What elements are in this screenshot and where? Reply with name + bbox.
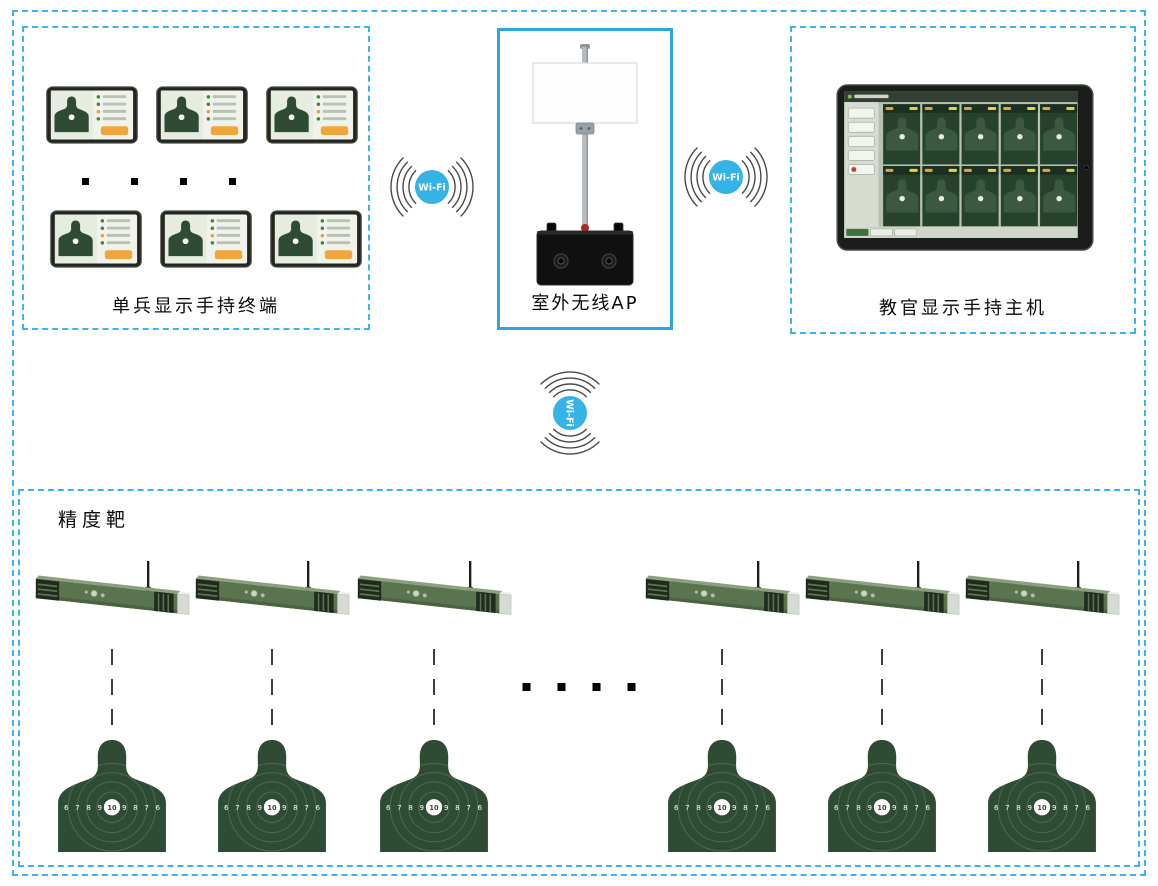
ellipsis-dots <box>522 683 636 691</box>
soldier-terminal-device <box>156 86 248 144</box>
wireless-ap-device <box>532 43 638 286</box>
soldier-terminal-device <box>160 210 252 268</box>
target-scoring-rail <box>645 560 802 616</box>
connection-dashed-line <box>271 649 273 737</box>
instructor-panel: 教官显示手持主机 <box>790 26 1136 334</box>
target-field-label: 精度靶 <box>58 509 131 531</box>
soldier-terminal-device <box>270 210 362 268</box>
chest-ring-target <box>378 737 490 853</box>
wifi-icon-right <box>684 147 768 207</box>
terminal-panel-label: 单兵显示手持终端 <box>112 296 280 317</box>
instructor-panel-label: 教官显示手持主机 <box>879 298 1047 319</box>
instructor-tablet-device <box>836 84 1094 251</box>
chest-ring-target <box>986 737 1098 853</box>
target-field-panel: 精度靶 <box>18 489 1140 867</box>
connection-dashed-line <box>881 649 883 737</box>
ellipsis-dots <box>82 178 236 185</box>
wifi-icon-bottom <box>540 371 600 455</box>
wifi-icon-left <box>390 157 474 217</box>
connection-dashed-line <box>1041 649 1043 737</box>
connection-dashed-line <box>433 649 435 737</box>
terminal-panel: 单兵显示手持终端 <box>22 26 370 330</box>
ap-panel: 室外无线AP <box>497 28 673 330</box>
chest-ring-target <box>826 737 938 853</box>
soldier-terminal-device <box>46 86 138 144</box>
connection-dashed-line <box>111 649 113 737</box>
chest-ring-target <box>216 737 328 853</box>
connection-dashed-line <box>721 649 723 737</box>
target-scoring-rail <box>357 560 514 616</box>
target-scoring-rail <box>805 560 962 616</box>
chest-ring-target <box>56 737 168 853</box>
soldier-terminal-device <box>50 210 142 268</box>
target-scoring-rail <box>35 560 192 616</box>
ap-panel-label: 室外无线AP <box>531 293 639 314</box>
target-scoring-rail <box>195 560 352 616</box>
soldier-terminal-device <box>266 86 358 144</box>
chest-ring-target <box>666 737 778 853</box>
target-scoring-rail <box>965 560 1122 616</box>
